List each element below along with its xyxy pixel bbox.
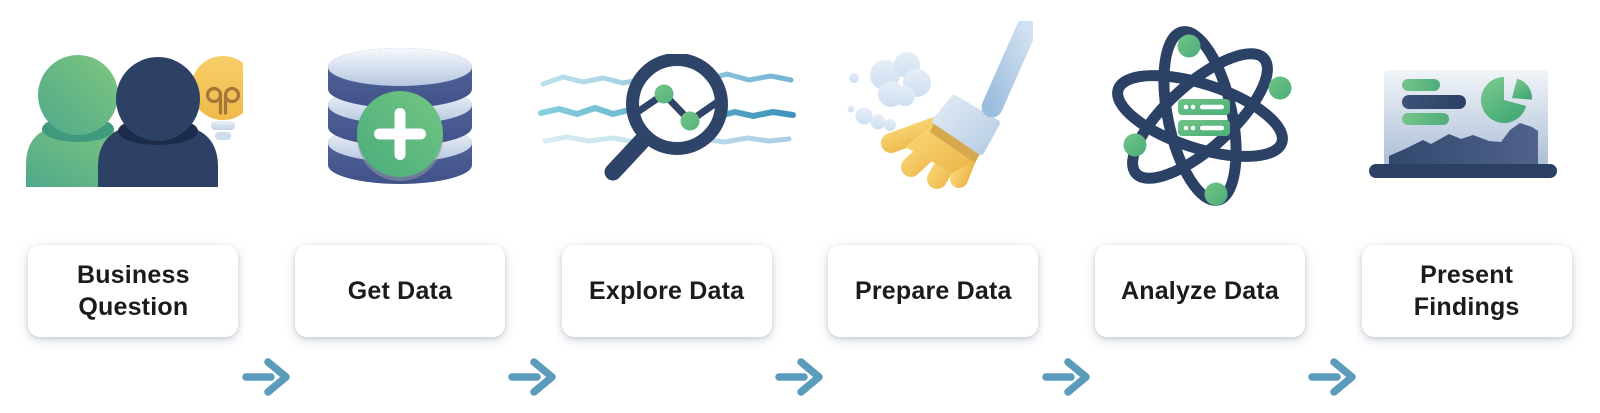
server-icon [1177,99,1230,136]
green-person-icon [26,55,131,187]
atom-server-icon [1112,26,1292,206]
area-chart-icon [1388,123,1538,166]
stage-prepare-data: Prepare Data [800,0,1067,413]
text-bars-icon [1401,79,1466,125]
stage-card-prepare-data: Prepare Data [828,245,1039,337]
broom-sweep-icon [847,21,1034,189]
dust-cloud-icon [847,52,932,131]
stage-label: Business Question [76,261,190,321]
stage-get-data: Get Data [267,0,534,413]
laptop-charts-icon [1368,70,1557,178]
lightbulb-icon [191,56,244,140]
stage-label: Analyze Data [1120,277,1279,305]
arrow-right-icon [775,358,823,396]
arrow-right-icon [1308,358,1357,396]
add-circle-icon [356,91,443,181]
stage-card-business-question: Business Question [28,245,239,337]
stage-icon-area [1067,0,1334,232]
stage-label: Present Findings [1413,261,1520,321]
stage-label: Explore Data [589,277,745,305]
arrow-right-icon [508,358,557,396]
electron-dots-icon [1123,34,1292,206]
navy-person-icon [98,57,219,187]
stage-card-analyze-data: Analyze Data [1094,245,1305,337]
people-lightbulb-icon [26,55,244,187]
stage-icon-area [0,0,267,232]
flow-arrows [0,354,1600,413]
database-add-icon [327,48,472,184]
stage-analyze-data: Analyze Data [1067,0,1334,413]
stage-card-get-data: Get Data [294,245,505,337]
stage-card-present-findings: Present Findings [1361,245,1572,337]
arrow-right-icon [1041,358,1090,396]
stage-label: Get Data [347,277,453,305]
stage-icon-area [267,0,534,232]
broom-icon [881,21,1034,189]
stage-icon-area [533,0,800,232]
stage-icon-area [800,0,1067,232]
stage-icon-area [1333,0,1600,232]
magnifier-icon [604,54,728,181]
stage-label: Prepare Data [854,277,1012,305]
laptop-base [1368,164,1557,178]
stage-business-question: Business Question [0,0,267,413]
stage-present-findings: Present Findings [1333,0,1600,413]
stage-explore-data: Explore Data [533,0,800,413]
stage-card-explore-data: Explore Data [561,245,772,337]
pie-chart-icon [1480,77,1532,123]
magnifier-linechart-icon [537,54,796,181]
atom-orbits-icon [1112,26,1288,206]
arrow-right-icon [241,358,290,396]
